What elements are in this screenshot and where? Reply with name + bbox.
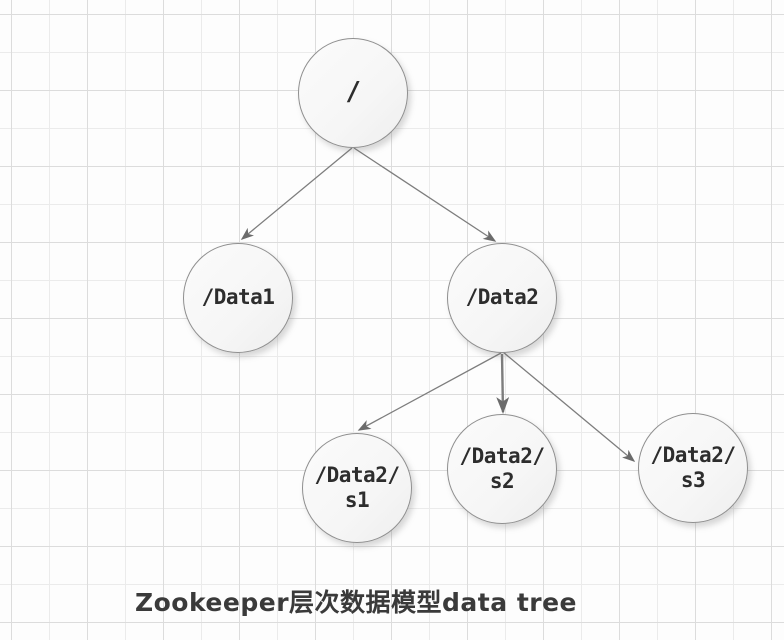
tree-node-data2-s2-label: /Data2/ s2 bbox=[459, 443, 545, 493]
tree-node-data2-s3-label: /Data2/ s3 bbox=[650, 442, 736, 492]
tree-node-data2-s3[interactable]: /Data2/ s3 bbox=[638, 413, 748, 523]
tree-node-root[interactable]: / bbox=[298, 38, 408, 148]
diagram-caption: Zookeeper层次数据模型data tree bbox=[135, 588, 578, 617]
tree-node-data1[interactable]: /Data1 bbox=[183, 243, 293, 353]
tree-node-data2-s2[interactable]: /Data2/ s2 bbox=[447, 414, 557, 524]
edge-root-data2 bbox=[353, 147, 497, 242]
tree-node-data2-s1-label: /Data2/ s1 bbox=[314, 462, 400, 512]
tree-node-data2-label: /Data2 bbox=[465, 285, 539, 310]
tree-node-data2-s1[interactable]: /Data2/ s1 bbox=[302, 433, 412, 543]
tree-node-data1-label: /Data1 bbox=[201, 285, 275, 310]
tree-node-data2[interactable]: /Data2 bbox=[447, 243, 557, 353]
tree-node-root-label: / bbox=[345, 77, 361, 108]
edge-root-data1 bbox=[240, 147, 353, 240]
edge-data2-s2 bbox=[496, 353, 510, 414]
